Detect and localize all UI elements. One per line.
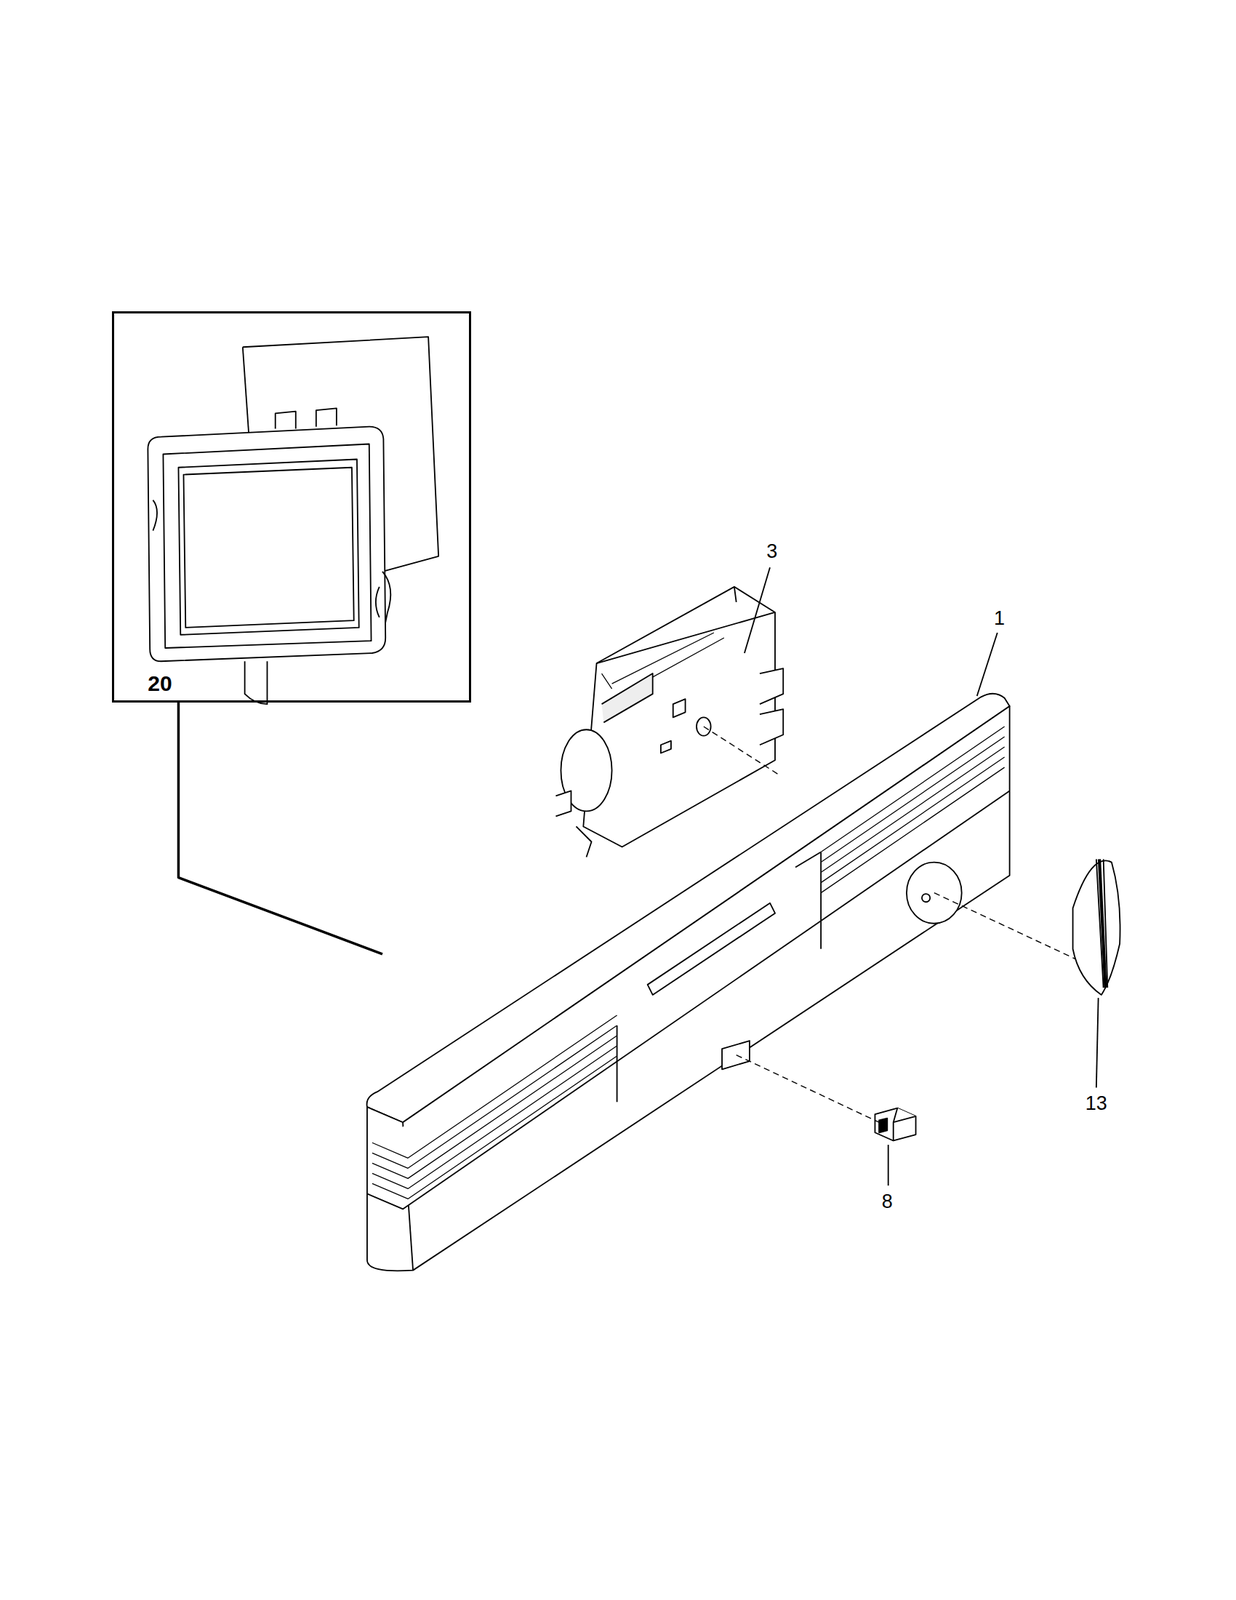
- assembly-line: [703, 726, 1077, 1122]
- callout-number: 20: [147, 672, 172, 695]
- inset-box: 20: [111, 311, 472, 703]
- timer: [555, 586, 784, 858]
- rocker-switch: [874, 1108, 916, 1141]
- leader-line: [178, 701, 383, 954]
- callout-number: 1: [992, 607, 1007, 629]
- callout-number: 8: [880, 1190, 895, 1213]
- callout-number: 13: [1084, 1092, 1109, 1114]
- dispenser-tray: [147, 336, 439, 704]
- callout-number: 3: [764, 540, 779, 563]
- control-knob: [1073, 858, 1121, 995]
- leader-line: [744, 567, 1099, 1186]
